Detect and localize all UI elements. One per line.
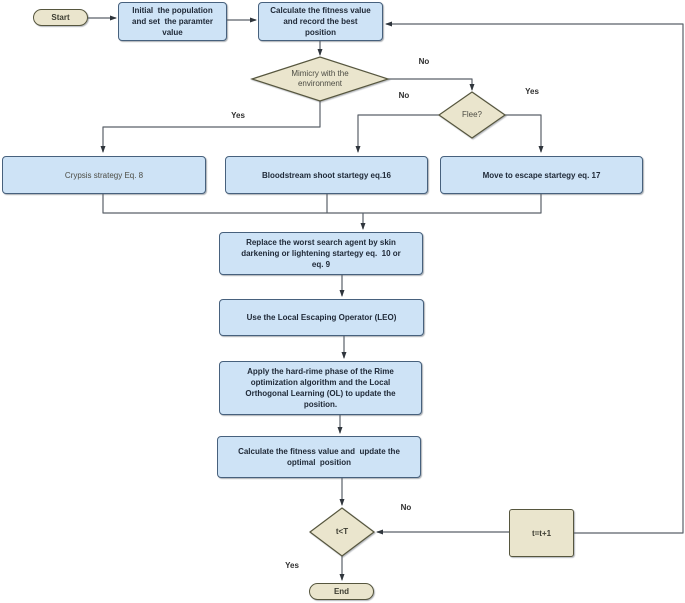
- edge-increment-feedback-to-calc: [385, 21, 684, 534]
- edge-flee-yes-to-move: [505, 114, 544, 153]
- replace-worst-agent-box: Replace the worst search agent by skin d…: [219, 232, 423, 275]
- local-escaping-operator-box: Use the Local Escaping Operator (LEO): [219, 299, 424, 336]
- flee-decision-label: Flee?: [461, 110, 482, 119]
- bloodstream-shoot-box: Bloodstream shoot startegy eq.16: [225, 156, 428, 194]
- loopcheck-yes-label: Yes: [285, 561, 299, 570]
- edge-crypsis-to-merge: [102, 194, 363, 214]
- calculate-fitness-record-box: Calculate the fitness value and record t…: [258, 2, 383, 41]
- mimicry-diamond-shape: [250, 56, 390, 102]
- move-to-escape-box: Move to escape startegy eq. 17: [440, 156, 643, 194]
- edge-mimicry-yes-to-crypsis: [100, 101, 321, 153]
- increment-counter-box: t=t+1: [509, 509, 574, 557]
- loopcheck-decision-label: t<T: [335, 527, 349, 536]
- init-population-box: Initial the population and set the param…: [118, 2, 227, 41]
- end-terminator: End: [309, 583, 374, 600]
- edge-mimicry-no-to-flee: [388, 78, 475, 91]
- hard-rime-phase-box: Apply the hard-rime phase of the Rime op…: [219, 361, 422, 415]
- mimicry-yes-label: Yes: [231, 111, 245, 120]
- flee-no-label: No: [398, 91, 410, 100]
- flee-yes-label: Yes: [525, 87, 539, 96]
- mimicry-no-label: No: [418, 57, 430, 66]
- crypsis-strategy-box: Crypsis strategy Eq. 8: [2, 156, 206, 194]
- start-terminator: Start: [33, 9, 88, 26]
- calculate-fitness-update-box: Calculate the fitness value and update t…: [217, 436, 421, 478]
- edge-flee-no-to-bloodstream: [355, 114, 439, 153]
- flee-diamond-shape: [437, 91, 507, 139]
- loopcheck-no-label: No: [400, 503, 412, 512]
- loopcheck-diamond-shape: [309, 507, 375, 557]
- mimicry-decision-label: Mimicry with the environment: [291, 69, 349, 88]
- edge-move-to-merge: [363, 194, 542, 214]
